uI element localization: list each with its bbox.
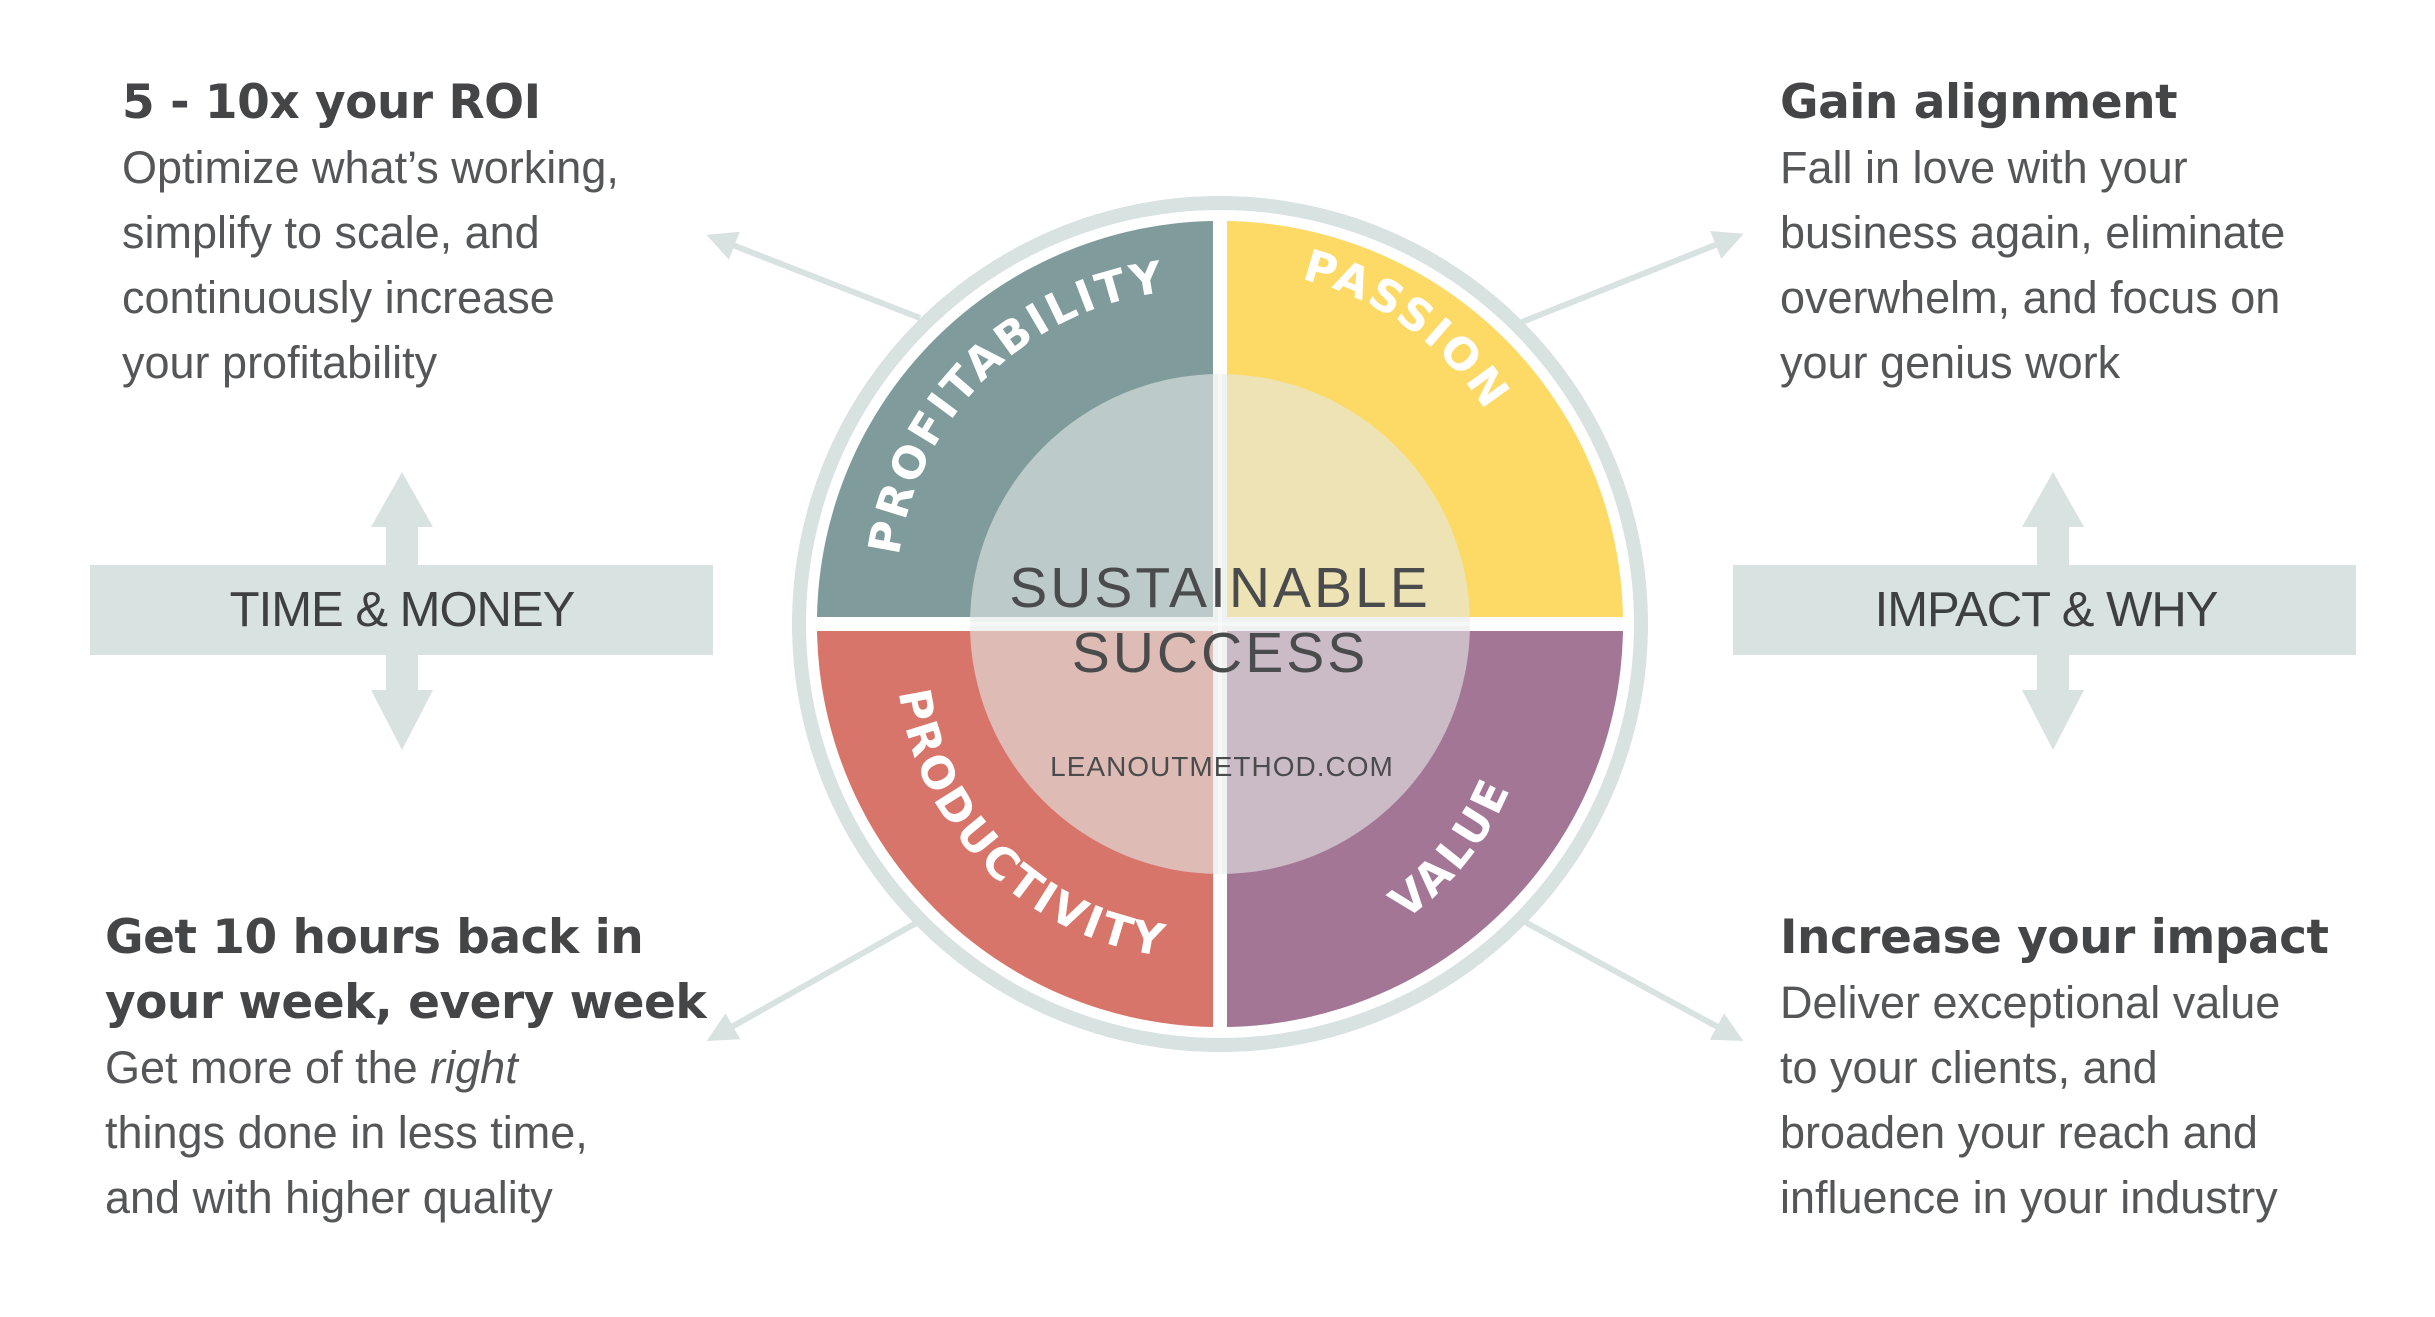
alignment-title: Gain alignment — [1780, 75, 2178, 130]
right-axis: IMPACT & WHY — [1733, 472, 2356, 750]
hours-body-prefix: Get more of the — [105, 1042, 431, 1093]
center-circle — [970, 374, 1470, 874]
left-axis: TIME & MONEY — [90, 472, 713, 750]
wheel: PROFITABILITY PASSION PRODUCTIVITY VALUE… — [792, 196, 1648, 1052]
impact-body-line: influence in your industry — [1780, 1172, 2278, 1223]
roi-title: 5 - 10x your ROI — [122, 75, 541, 130]
hours-body-line: Get more of the right — [105, 1035, 745, 1100]
hours-title-line: Get 10 hours back in — [105, 910, 644, 965]
impact-text-block: Increase your impact Deliver exceptional… — [1780, 905, 2400, 1230]
arrow-bottom-right — [1523, 919, 1744, 1041]
arrow-bottom-left — [706, 919, 920, 1041]
alignment-body-line: overwhelm, and focus on — [1780, 272, 2281, 323]
roi-body-line: simplify to scale, and — [122, 207, 540, 258]
center-title-line2: SUCCESS — [1072, 621, 1369, 685]
roi-body-line: continuously increase — [122, 272, 555, 323]
arrow-top-left — [706, 231, 922, 321]
website-label: LEANOUTMETHOD.COM — [1050, 751, 1394, 782]
alignment-text-block: Gain alignment Fall in love with your bu… — [1780, 70, 2400, 395]
impact-body-line: Deliver exceptional value — [1780, 977, 2281, 1028]
time-money-band — [90, 565, 713, 655]
alignment-body-line: business again, eliminate — [1780, 207, 2286, 258]
hours-body-emphasis: right — [430, 1042, 518, 1093]
hours-body-line: and with higher quality — [105, 1172, 553, 1223]
arrow-top-right — [1520, 230, 1744, 325]
hours-text-block: Get 10 hours back in your week, every we… — [105, 905, 745, 1230]
impact-body-line: to your clients, and — [1780, 1042, 2158, 1093]
diagonal-arrows — [706, 230, 1744, 1041]
time-money-label: TIME & MONEY — [230, 583, 575, 637]
roi-body-line: Optimize what’s working, — [122, 142, 619, 193]
hours-title-line: your week, every week — [105, 975, 707, 1030]
roi-body-line: your profitability — [122, 337, 438, 388]
center-title-line1: SUSTAINABLE — [1009, 556, 1431, 620]
impact-why-band — [1733, 565, 2356, 655]
alignment-body-line: your genius work — [1780, 337, 2121, 388]
impact-body-line: broaden your reach and — [1780, 1107, 2258, 1158]
impact-title: Increase your impact — [1780, 910, 2329, 965]
alignment-body-line: Fall in love with your — [1780, 142, 2188, 193]
impact-why-label: IMPACT & WHY — [1875, 583, 2218, 637]
roi-text-block: 5 - 10x your ROI Optimize what’s working… — [122, 70, 742, 395]
hours-body-line: things done in less time, — [105, 1107, 588, 1158]
